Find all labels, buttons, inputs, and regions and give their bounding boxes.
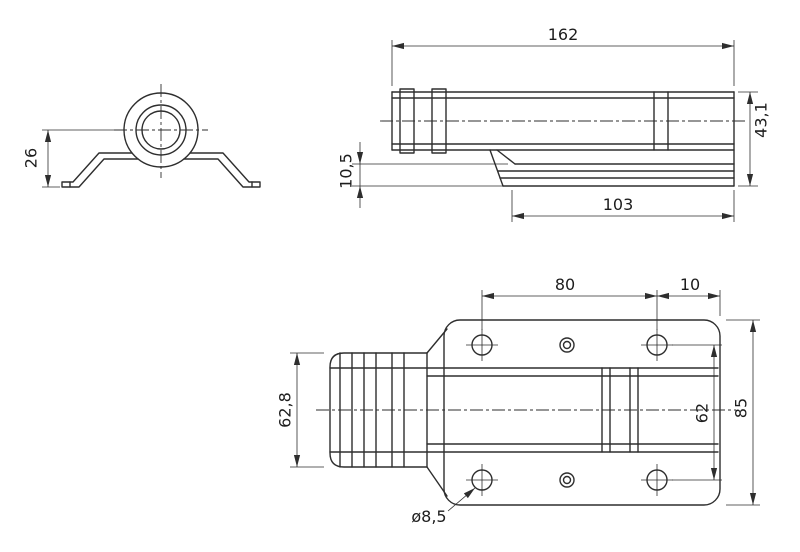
plan-view-outline: [329, 319, 721, 506]
dim-base-height: 10,5: [337, 142, 508, 208]
dim-hole-spacing-vertical-label: 62: [693, 403, 712, 423]
dim-hole-diameter-label: ø8,5: [411, 507, 446, 526]
dim-overall-width: 85: [726, 319, 760, 506]
flange-plate: [443, 319, 721, 506]
front-view: 26: [22, 84, 261, 188]
center-hole-inner: [562, 340, 572, 350]
flange-bend: [489, 149, 504, 187]
dim-hole-spacing-horizontal: 80: [481, 275, 658, 330]
dim-overall-height-label: 43,1: [752, 102, 771, 138]
dim-overall-height: 43,1: [738, 91, 771, 187]
dim-hole-spacing-vertical: 62: [672, 344, 722, 481]
dim-base-height-label: 10,5: [337, 153, 356, 189]
side-view-outline: [391, 88, 735, 187]
center-hole: [559, 472, 575, 488]
hole-crosshairs: [466, 329, 673, 496]
dim-body-width-label: 62,8: [276, 392, 295, 428]
dim-hole-spacing-horizontal-label: 80: [555, 275, 575, 294]
base-right: [183, 152, 261, 188]
base-left: [61, 152, 139, 188]
side-view: 162 43,1 10,5 103: [337, 25, 771, 222]
dim-hole-edge-offset: 10: [657, 275, 721, 316]
dim-overall-width-label: 85: [732, 398, 751, 418]
dim-base-length: 103: [511, 190, 735, 222]
rib-section: [329, 352, 428, 468]
dim-center-height-label: 26: [22, 148, 41, 168]
center-hole: [559, 337, 575, 353]
plan-view: 80 10 62,8 62 85 ø8,5: [276, 275, 760, 526]
dim-hole-diameter: ø8,5: [411, 487, 476, 526]
dim-body-width: 62,8: [276, 352, 324, 468]
front-view-centerlines: [114, 84, 208, 178]
dim-overall-length: 162: [391, 25, 735, 86]
dim-center-height: 26: [22, 129, 118, 188]
flange-bend: [496, 149, 516, 165]
center-hole-inner: [562, 475, 572, 485]
dim-overall-length-label: 162: [548, 25, 579, 44]
dim-hole-edge-offset-label: 10: [680, 275, 700, 294]
dim-base-length-label: 103: [603, 195, 634, 214]
